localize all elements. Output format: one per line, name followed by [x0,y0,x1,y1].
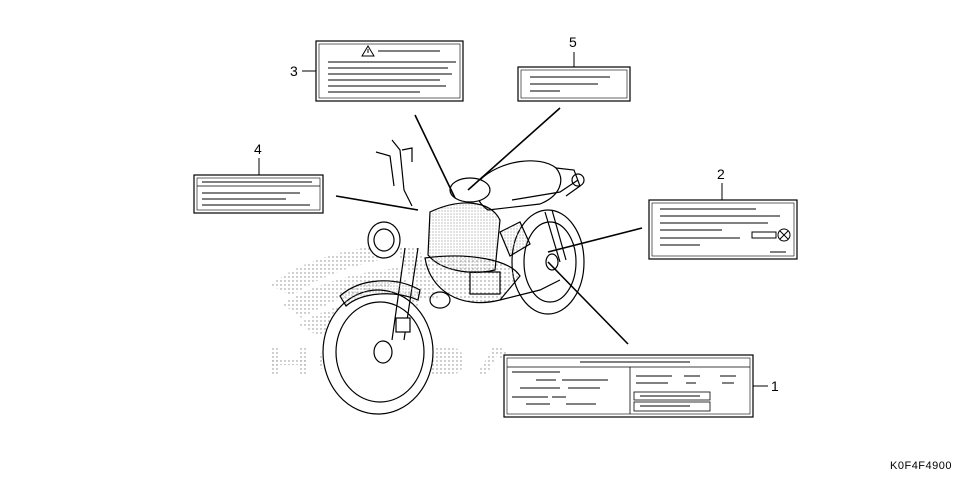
callout-1: 1 [771,378,779,394]
label-1-panel [503,354,754,418]
leader-lines [335,107,643,345]
callout-5: 5 [569,34,577,50]
label-2-panel [648,199,798,260]
callout-2: 2 [717,166,725,182]
callout-3: 3 [290,63,298,79]
label-4-panel [193,174,324,214]
tire-pressure-icon [751,228,791,242]
callout-4: 4 [254,141,262,157]
warning-triangle-icon [361,45,375,57]
label-3-panel [315,40,464,102]
part-code: K0F4F4900 [890,460,952,472]
label-5-panel [517,66,631,102]
